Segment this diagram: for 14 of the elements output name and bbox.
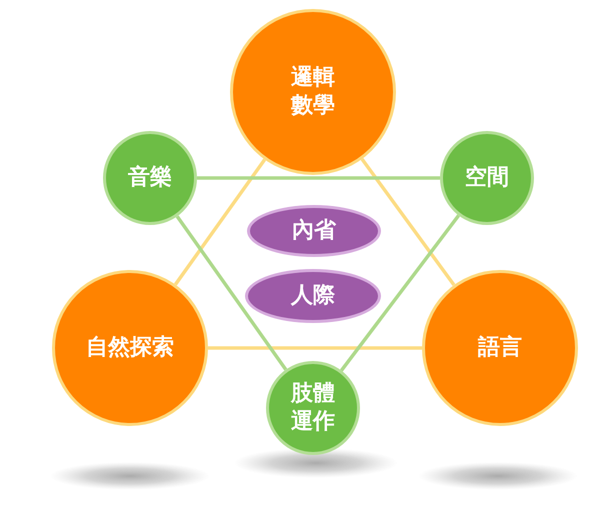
node-label: 肢體運作 — [291, 380, 335, 436]
node-label: 邏輯數學 — [291, 64, 335, 120]
connector-line — [174, 158, 266, 286]
node-label: 內省 — [292, 216, 336, 245]
node-label: 語言 — [478, 334, 522, 362]
connector-line — [208, 346, 422, 350]
connector-line — [340, 214, 460, 372]
connector-line — [176, 215, 288, 371]
node-label: 自然探索 — [86, 334, 174, 362]
ellipse-node — [245, 269, 381, 323]
connector-line — [197, 176, 440, 180]
node-label: 空間 — [465, 164, 509, 192]
node-label: 音樂 — [128, 164, 172, 192]
node-label: 人際 — [291, 282, 335, 310]
